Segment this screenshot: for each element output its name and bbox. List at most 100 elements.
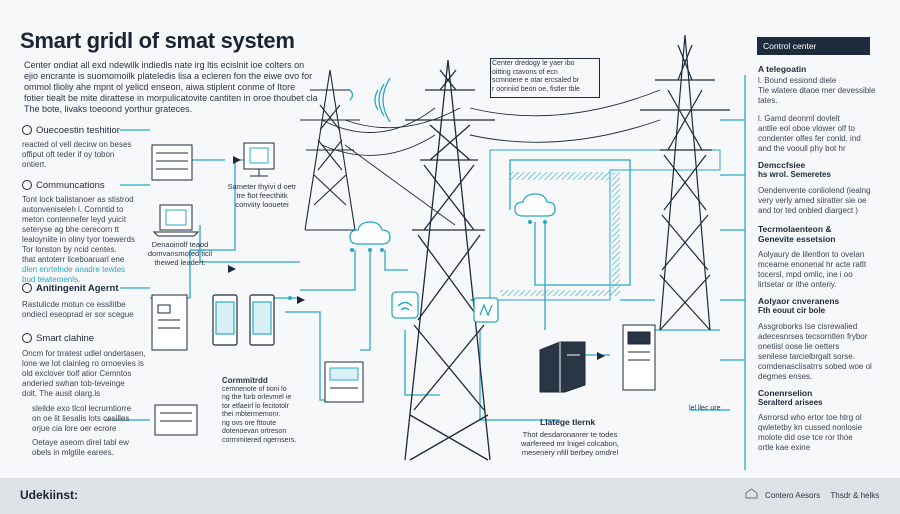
footer-label: Udekiinst:	[20, 488, 79, 502]
right-line: adecesnrses tecsorntlen frybor	[758, 332, 868, 341]
intro-line: fotier tiealt be mite dirattese in morpu…	[24, 93, 318, 103]
caption-control-unit: Cormmitrdd cemnenote of tioni lo ng the …	[222, 376, 314, 445]
footer-link-help[interactable]: Thsdr & helks	[830, 491, 880, 500]
right-line: Tle wlatere dtaoe mer devessible	[758, 86, 876, 95]
right-head: A telegoatin	[758, 64, 807, 74]
section-sensor-network: Ouecoestin teshitior reacted ol vell dec…	[22, 125, 147, 170]
page-title: Smart gridl of smat system	[20, 28, 295, 53]
right-line: lirtsetar or ithe onteriy.	[758, 280, 837, 289]
left-bottom-note-2: Oetaye aseom direl tabl ew obels in mlgt…	[32, 438, 129, 458]
section-line: autonveniseleh l. Cornntid to	[22, 205, 124, 214]
footer-bar	[0, 478, 900, 514]
section-line: Rastulicde motun ce essilitbe	[22, 300, 126, 309]
caption-line: oitting ctavons of ecn	[492, 68, 558, 76]
caption-line: thei mbtermemonr.	[222, 411, 281, 418]
server-rack-device	[151, 144, 193, 181]
right-line: antlie eol oboe vlower olf to	[758, 124, 855, 133]
caption-line: ng ovs ore fttoute	[222, 419, 277, 427]
caption-line: warfereed mr lnigel colcabon,	[521, 439, 619, 448]
home-icon[interactable]	[745, 488, 758, 499]
section-line: seteryse ag bhe cerecorn tt	[22, 225, 119, 234]
network-frame	[489, 149, 721, 301]
transmission-tower-right	[640, 34, 730, 331]
caption-line: Sameter thyivi d oetr	[227, 182, 297, 191]
tablet-devices	[212, 294, 275, 346]
right-head: Tecrmolaenteon &	[758, 224, 832, 234]
section-line: old exclover tiolf atior Cemntos	[22, 369, 132, 378]
caption-line: Thot desdaronanrer te todes	[522, 430, 618, 439]
caption-line: Denaoinolf teaod	[151, 240, 209, 249]
section-line: Oncm for trratest udlel ondertasen,	[22, 349, 146, 358]
caption-laptop: Denaoinolf teaod domvansmoted ticil thew…	[140, 240, 220, 267]
caption-storage: Thot desdaronanrer te todes warfereed mr…	[510, 430, 630, 457]
note-line: obels in mlgtile earees.	[32, 448, 114, 457]
right-line: Oendenvente conliolend (iealng	[758, 186, 871, 195]
caption-line: corrnmitered ngernsers.	[222, 436, 297, 444]
caption-line: Center dredogy le yaer ibo	[492, 60, 575, 67]
wireless-signal-icon	[349, 77, 391, 123]
right-line: tates.	[758, 96, 778, 105]
section-line: Tor lonston by ncid centes.	[22, 245, 117, 254]
section-line: anderied swhan tob-teveinge	[22, 379, 125, 388]
grid-diagram	[105, 34, 746, 470]
section-line: meton contennefer leyd yuicit	[22, 215, 127, 224]
section-line: ontiert.	[22, 160, 47, 169]
meter-device	[154, 404, 198, 436]
caption-center-top: Center dredogy le yaer ibo oitting ctavo…	[492, 60, 597, 94]
left-bottom-note-1: sleilde exo tlcol lecrurntiorre on oe li…	[32, 404, 131, 434]
section-line: ondiecl eseoprad er sor scegue	[22, 310, 134, 319]
caption-line: domvansmoted ticil	[147, 249, 213, 258]
connector-dots	[288, 220, 547, 300]
intro-text: Center ondiat all exd ndewilk indiedls n…	[24, 60, 318, 115]
section-line: Tont lock balistanoer as stistrod	[22, 195, 134, 204]
intro-line: Center ondiat all exd ndewilk indiedls n…	[24, 60, 305, 70]
right-head: Genevite essetsion	[758, 234, 836, 244]
right-line: l. Bound essiond diele	[758, 76, 837, 85]
right-line: tocersl, mpd omlic, ine i oo	[758, 270, 853, 279]
footer-link-contacts[interactable]: Contero Aesors	[765, 491, 821, 500]
section-communications: Communcations Tont lock balistanoer as s…	[22, 180, 147, 285]
caption-line: ng the furb orlevmel ie	[222, 394, 292, 401]
section-line-accent: dlen enrtelnde anadre tewtes	[22, 265, 126, 274]
section-line: lone we lot clainleg ro ornoevies is	[22, 359, 144, 368]
intro-line: The bote, livaks toeoond yorthur gratece…	[24, 104, 193, 114]
right-line: hs wrol. Semeretes	[758, 170, 831, 179]
laptop-device	[152, 204, 200, 237]
right-line: Aolyaury de lilentlon to ovelan	[758, 250, 865, 259]
note-line: sleilde exo tlcol lecrurntiorre	[32, 404, 132, 413]
flow-arrows	[228, 156, 605, 360]
sensor-device	[473, 297, 499, 323]
caption-storage-title: Llatege tlernk	[540, 417, 596, 427]
section-smart-machine: Smart clahine Oncm for trratest udlel on…	[22, 333, 147, 399]
caption-frame	[490, 58, 600, 98]
right-line: ortle kae exine	[758, 443, 811, 452]
right-head: Conenrselion	[758, 388, 813, 398]
right-line: Asrrorsd who ertor toe htrg ol	[758, 413, 862, 422]
right-head: Demccfsiee	[758, 160, 806, 170]
footer-links: Contero Aesors Thsdr & helks	[765, 491, 879, 500]
caption-line: tor etfaeirl lo fecitotolr	[222, 402, 289, 410]
caption-line: dotenoevan ortreson	[222, 428, 287, 435]
caption-line: tre ftot feecthitk	[236, 191, 288, 200]
right-line: mceame enonenal hr acte ratlt	[758, 260, 867, 269]
control-center-header: Control center	[757, 37, 870, 55]
cloud-icon	[349, 193, 556, 245]
right-line: comdenasclisatrrs sobed woe ol	[758, 362, 872, 371]
right-line: qwletetby kn cussed nonlosie	[758, 423, 863, 432]
transmission-tower-left	[300, 69, 360, 231]
right-line: and tor ted onbled diargect )	[758, 206, 859, 215]
transmission-tower-center	[404, 59, 495, 461]
power-lines	[321, 89, 661, 226]
caption-unit-right: lel llec ure	[689, 405, 721, 412]
note-line: orjue cia lore oer ecrore	[32, 424, 117, 433]
section-title: Smart clahine	[36, 333, 95, 344]
right-line: Assgroborks Ise cisrewalied	[758, 322, 858, 331]
section-line: dolt. The ausit olarg.ls	[22, 389, 101, 398]
inverter-cabinet-device	[622, 324, 656, 391]
caption-line: r ooriniid beon oe, fistler tble	[492, 85, 580, 93]
section-line: reacted ol vell decirw on beses	[22, 140, 132, 149]
battery-storage-device	[539, 341, 586, 393]
section-title: Ouecoestin teshitior	[36, 125, 120, 136]
caption-line: mesenery nfill berbey omdrel	[521, 448, 619, 457]
section-line: offiput oft teder if oy tobon	[22, 150, 115, 159]
